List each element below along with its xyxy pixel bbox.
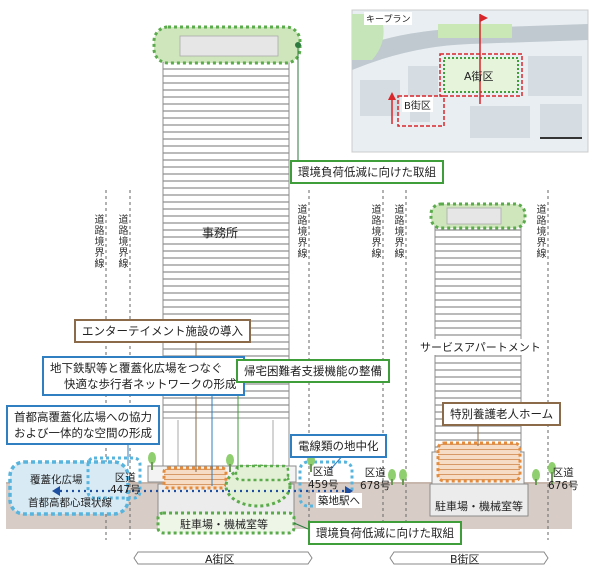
road-678-label: 区道 678号 [360,467,391,492]
expressway-plaza-callout: 首都高覆蓋化広場への協力 および一体的な空間の形成 [6,405,160,445]
pedestrian-network-callout: 地下鉄駅等と覆蓋化広場をつなぐ 快適な歩行者ネットワークの形成 [42,356,245,396]
district-bars [133,551,549,565]
road-459-label: 区道 459号 [308,466,339,491]
stranded-support-callout: 帰宅困難者支援機能の整備 [236,359,390,383]
key-plan-map [351,9,589,153]
nursing-home-callout: 特別養護老人ホーム [442,402,562,426]
expressway-plaza-line-2: および一体的な空間の形成 [14,426,152,440]
nursing-home-zone [436,441,522,483]
road-boundary-label-6: 道路境界線 [534,204,545,259]
covered-plaza-zone [8,460,130,516]
road-447-label: 区道 447号 [110,472,141,496]
road-boundary-label-2: 道路境界線 [116,214,127,269]
covered-plaza-label: 覆蓋化広場 [30,474,83,486]
road-447-zone [86,456,142,500]
road-boundary-label-1: 道路境界線 [92,214,103,269]
to-tsukiji-label: 築地駅へ [316,493,362,508]
road-459-zone [298,460,354,508]
expressway-plaza-line-1: 首都高覆蓋化広場への協力 [14,410,152,424]
rooftop-unit-b [446,207,502,225]
entertainment-callout: エンターテイメント施設の導入 [74,319,251,343]
office-tower [147,61,297,521]
road-boundary-label-5: 道路境界線 [392,204,403,259]
key-plan-title: キープラン [364,12,413,25]
stranded-support-top [234,464,290,482]
district-a-label: A街区 [205,553,235,566]
pedestrian-network-line-2: 快適な歩行者ネットワークの形成 [64,377,237,391]
entertainment-zone [162,466,228,490]
key-plan-b-label: B街区 [402,97,433,112]
street-trees [148,452,556,485]
road-boundary-label-3: 道路境界線 [295,204,306,259]
district-b-label: B街区 [450,553,480,566]
expressway-label: 首都高都心環状線 [28,497,112,509]
key-plan-a-label: A街区 [464,70,494,83]
parking-b-label: 駐車場・機械室等 [435,500,523,513]
service-apartment-label: サービスアパートメント [418,339,543,355]
road-boundary-label-4: 道路境界線 [369,204,380,259]
parking-a-label: 駐車場・機械室等 [180,518,268,531]
rooftop-unit-a [179,35,279,57]
pedestrian-network-line-1: 地下鉄駅等と覆蓋化広場をつなぐ [50,361,223,375]
env-load-bottom-callout: 環境負荷低減に向けた取組 [308,521,462,545]
arrow-head-left [52,486,60,496]
env-load-top-callout: 環境負荷低減に向けた取組 [290,160,444,184]
road-676-label: 区道 676号 [548,467,579,492]
office-label: 事務所 [202,226,239,240]
env-bottom-leader [293,522,309,530]
underground-wires-callout: 電線類の地中化 [290,434,387,458]
